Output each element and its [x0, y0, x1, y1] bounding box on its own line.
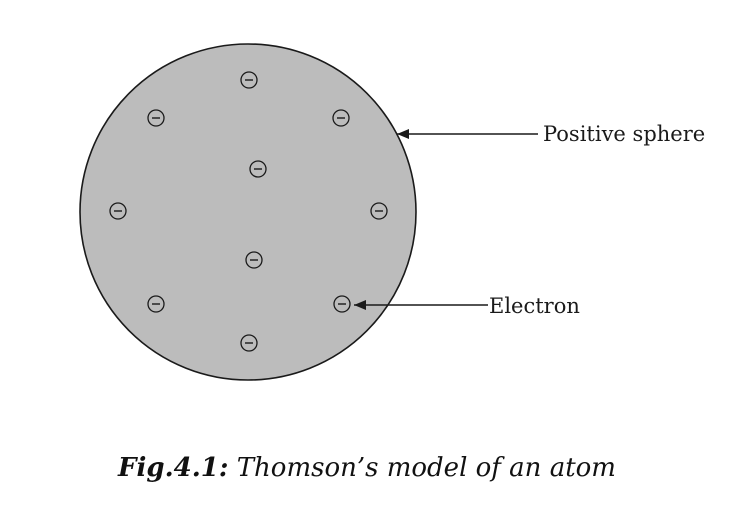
electron-icon: [240, 334, 258, 352]
figure-number: Fig.4.1:: [118, 453, 229, 483]
positive-sphere: [79, 43, 417, 381]
electron-label: Electron: [489, 294, 580, 318]
electron-icon: [370, 202, 388, 220]
electron-icon: [240, 71, 258, 89]
electron-icon: [147, 109, 165, 127]
figure-caption: Fig.4.1: Thomson’s model of an atom: [0, 453, 734, 483]
electron-icon: [333, 295, 351, 313]
electron-icon: [249, 160, 267, 178]
electron-icon: [147, 295, 165, 313]
electron-icon: [245, 251, 263, 269]
positive-sphere-label: Positive sphere: [543, 122, 705, 146]
caption-text: Thomson’s model of an atom: [236, 453, 616, 483]
electron-icon: [332, 109, 350, 127]
electrons-group: [109, 71, 388, 352]
electron-icon: [109, 202, 127, 220]
